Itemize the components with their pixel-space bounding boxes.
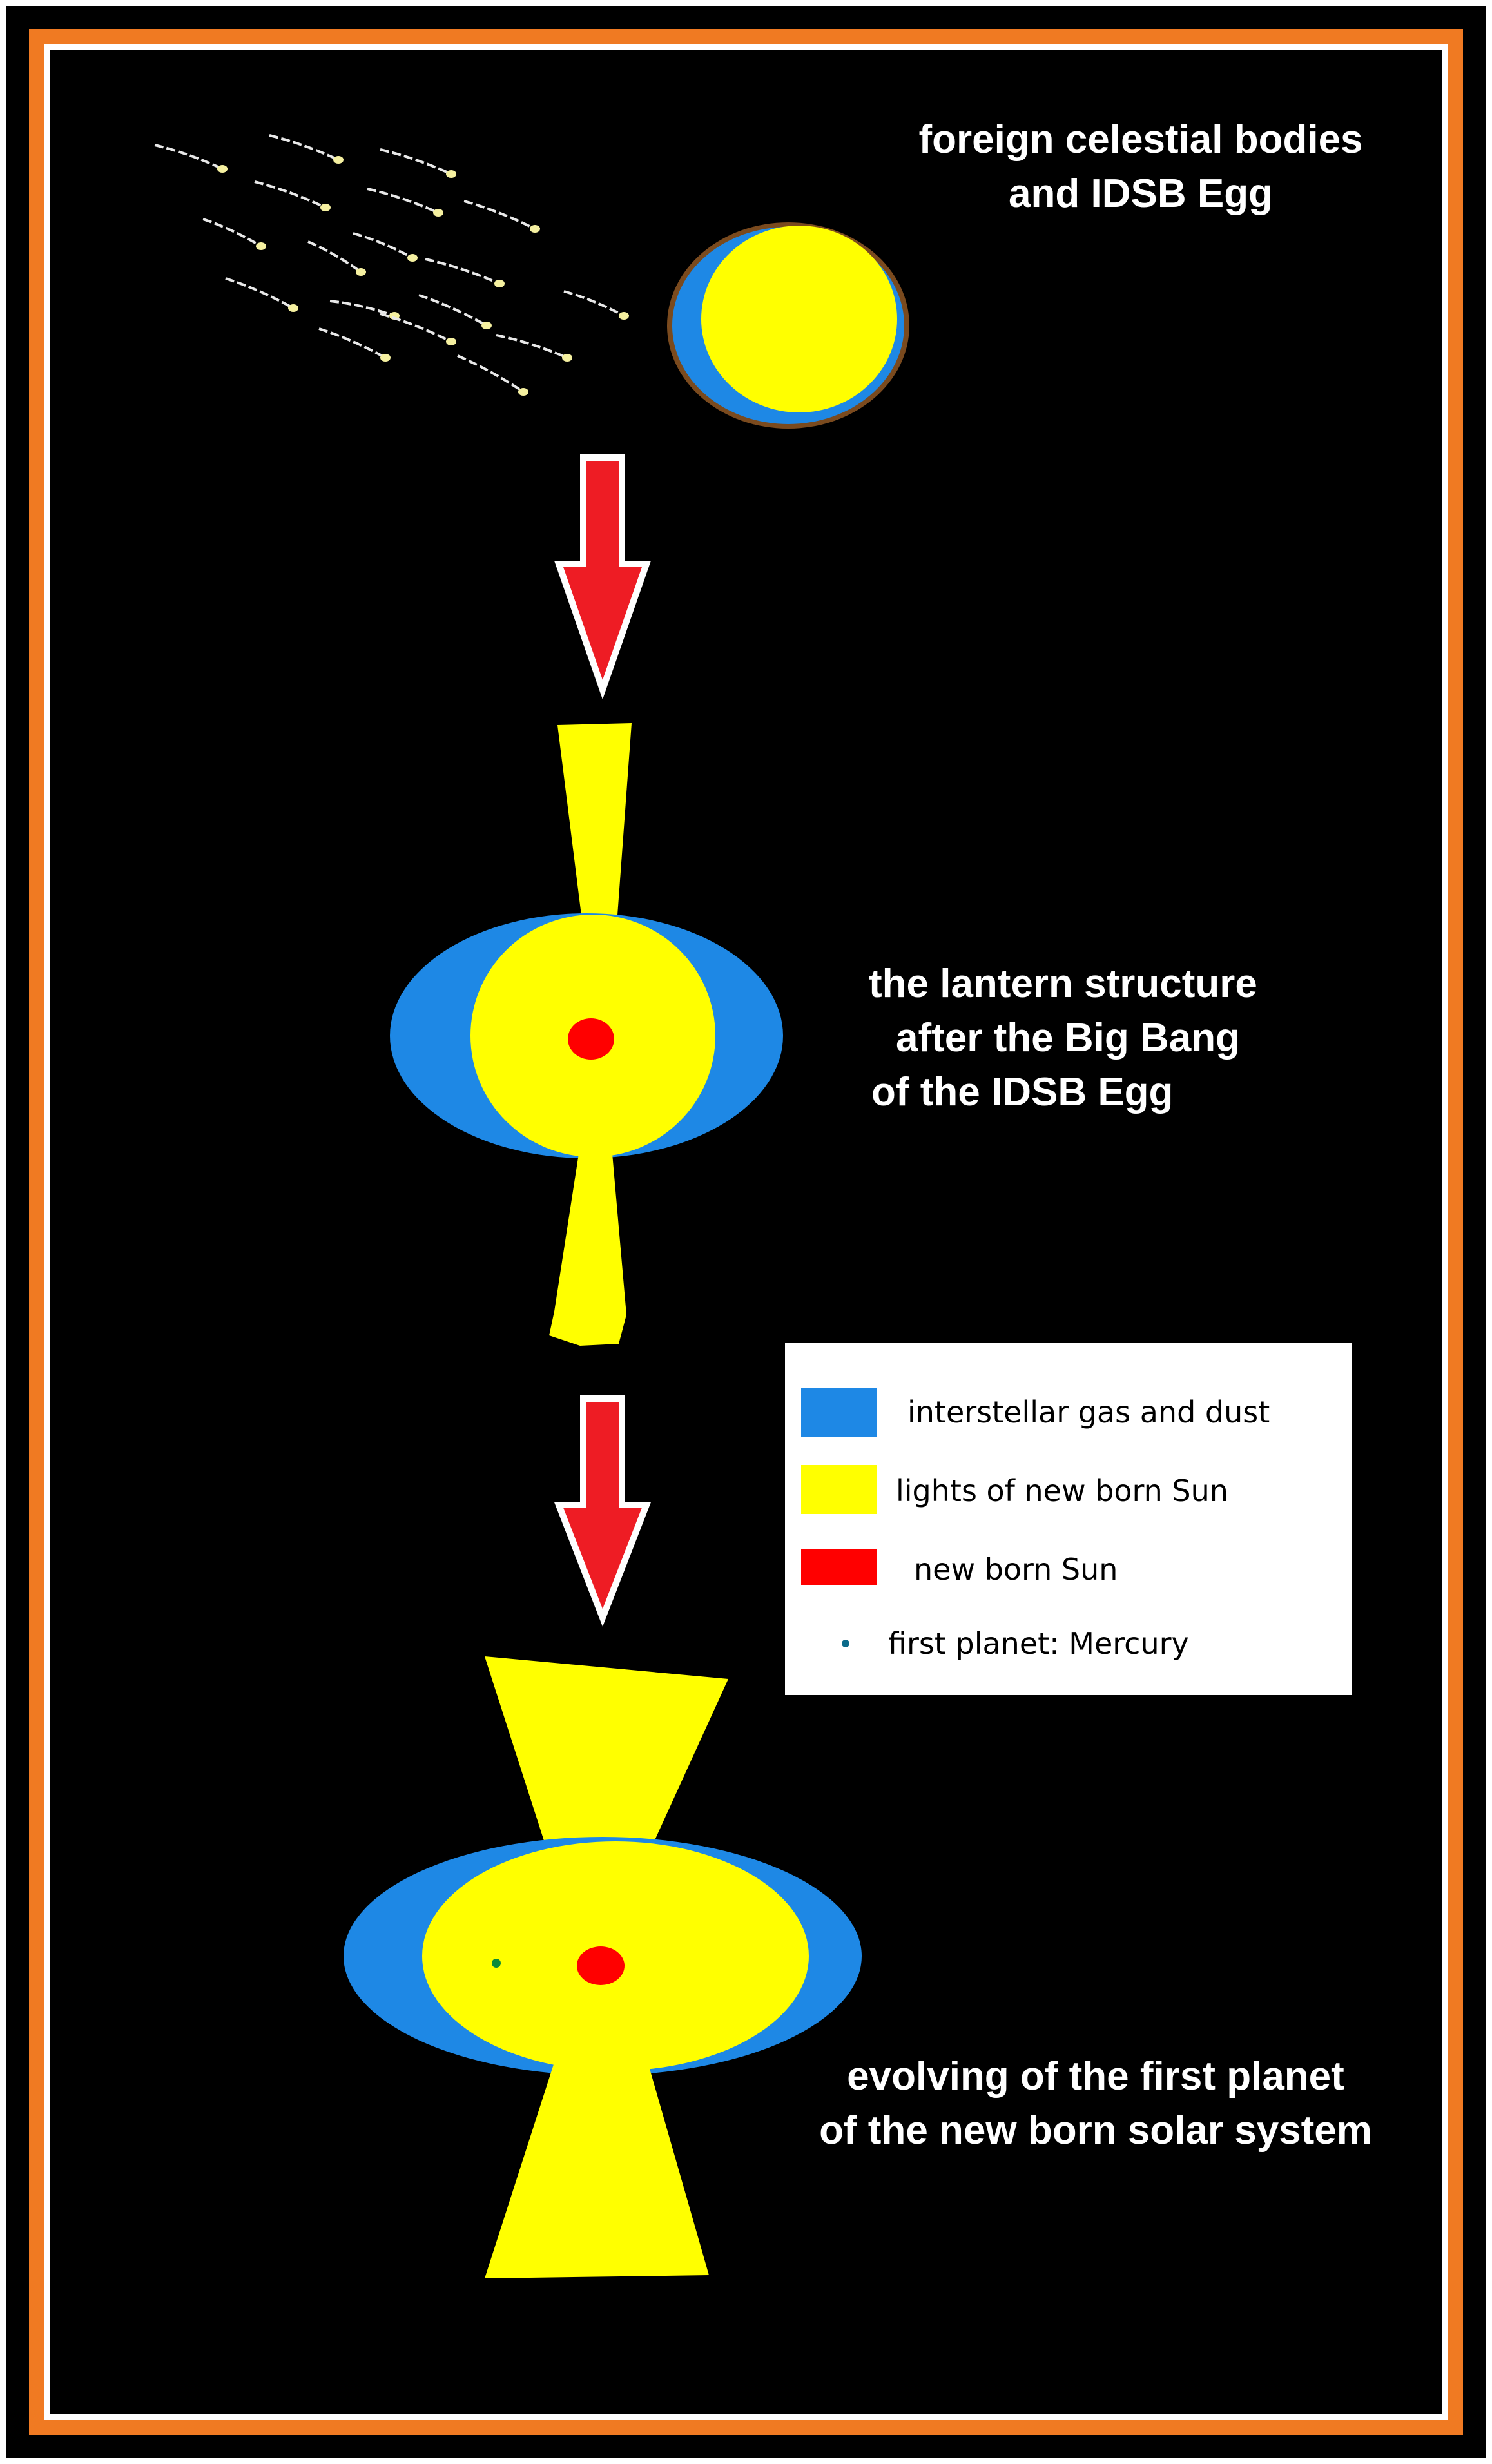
caption-line: foreign celestial bodies — [918, 117, 1363, 162]
legend-label: first planet: Mercury — [888, 1626, 1189, 1661]
caption-line: of the IDSB Egg — [871, 1070, 1174, 1114]
lantern-bottom-beam — [549, 1154, 626, 1346]
mercury-planet — [492, 1959, 501, 1968]
comet-head — [562, 354, 572, 362]
legend-label: interstellar gas and dust — [907, 1395, 1270, 1430]
comet-head — [288, 304, 298, 312]
lantern-structure — [390, 723, 783, 1346]
comet-head — [256, 242, 266, 250]
comet-head — [446, 170, 456, 178]
evolving-solar-system — [344, 1656, 862, 2278]
comet-head — [518, 388, 528, 396]
comet-tail — [269, 134, 339, 161]
comet-tail — [202, 218, 262, 247]
comet-head — [380, 354, 391, 362]
dot-icon — [842, 1640, 849, 1647]
comet-tail — [463, 200, 536, 230]
comet-tail — [457, 354, 525, 393]
comet-tail — [425, 258, 500, 285]
comet-tail — [329, 300, 395, 317]
caption-stage-1: foreign celestial bodies and IDSB Egg — [857, 113, 1424, 221]
comet-tail — [307, 240, 362, 273]
comet-head — [217, 165, 228, 173]
legend: interstellar gas and dust lights of new … — [785, 1343, 1352, 1695]
legend-label: new born Sun — [914, 1552, 1118, 1587]
comet-tail — [380, 313, 452, 343]
caption-line: evolving of the first planet — [847, 2054, 1344, 2099]
legend-item-new-sun: new born Sun — [785, 1535, 1352, 1599]
foreign-celestial-bodies — [154, 134, 629, 396]
swatch-square-icon — [801, 1388, 877, 1437]
lantern-top-beam — [557, 723, 632, 915]
system-top-cone — [485, 1656, 728, 1863]
caption-line: after the Big Bang — [896, 1016, 1240, 1060]
comet-tail — [563, 290, 625, 317]
comet-head — [356, 268, 366, 276]
comet-tail — [367, 188, 439, 214]
comet-tail — [496, 334, 568, 359]
comet-head — [433, 209, 443, 217]
caption-stage-3: evolving of the first planet of the new … — [761, 2050, 1431, 2158]
comet-tail — [225, 277, 294, 309]
caption-line: the lantern structure — [869, 962, 1257, 1006]
comet-head — [530, 225, 540, 233]
swatch-square-icon — [801, 1549, 877, 1585]
comet-tail — [254, 180, 326, 209]
comet-tail — [353, 232, 413, 259]
legend-item-mercury: first planet: Mercury — [785, 1611, 1352, 1676]
comet-tail — [154, 144, 223, 170]
comet-tail — [418, 294, 487, 327]
caption-stage-2: the lantern structure after the Big Bang… — [864, 957, 1353, 1120]
caption-line: of the new born solar system — [819, 2108, 1372, 2153]
comet-head — [494, 280, 505, 287]
system-bottom-cone — [485, 2046, 709, 2278]
comet-head — [320, 204, 331, 211]
comet-head — [446, 338, 456, 345]
legend-item-gas-dust: interstellar gas and dust — [785, 1373, 1352, 1438]
idsb-egg — [667, 222, 909, 429]
lantern-sun — [568, 1018, 614, 1060]
comet-tail — [318, 327, 386, 359]
comet-head — [619, 312, 629, 320]
comet-head — [407, 254, 418, 262]
swatch-square-icon — [801, 1465, 877, 1514]
arrow-2 — [554, 1395, 652, 1627]
legend-label: lights of new born Sun — [896, 1473, 1228, 1508]
egg-core — [701, 226, 897, 412]
comet-tail — [380, 148, 452, 175]
arrow-1 — [554, 454, 652, 700]
arrow-down-icon — [554, 1395, 652, 1627]
arrow-down-icon — [554, 454, 652, 700]
caption-line: and IDSB Egg — [1009, 171, 1273, 216]
system-sun — [577, 1946, 625, 1985]
legend-item-sun-light: lights of new born Sun — [785, 1452, 1352, 1517]
comet-head — [481, 322, 492, 329]
comet-head — [333, 156, 344, 164]
